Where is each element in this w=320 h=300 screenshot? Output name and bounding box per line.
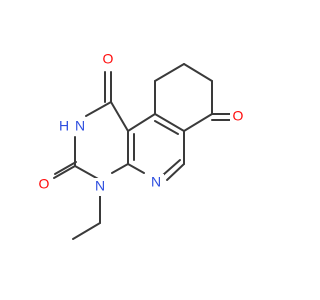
oxygen-label: O	[103, 51, 114, 67]
molecule-canvas: O H N O N N O	[36, 50, 246, 240]
bond	[166, 163, 185, 181]
bond	[183, 63, 213, 82]
bond	[154, 63, 185, 82]
bond	[162, 159, 181, 176]
bond	[127, 163, 145, 174]
nitrogen-label-pyridine: N	[151, 174, 161, 190]
bond	[183, 113, 213, 132]
oxygen-label: O	[39, 176, 50, 192]
bond	[72, 222, 101, 240]
bond	[111, 163, 129, 174]
atom-labels: O H N O N N O	[36, 51, 246, 196]
bond	[85, 101, 112, 117]
molecule-structure: O H N O N N O	[36, 50, 246, 240]
bond	[53, 165, 76, 179]
bond	[110, 101, 129, 132]
oxygen-label-ketone: O	[233, 108, 244, 124]
bond	[74, 165, 101, 181]
bond	[154, 120, 179, 135]
bond	[154, 113, 185, 132]
nitrogen-label-nh: N	[75, 118, 85, 134]
bond	[54, 161, 77, 175]
hydrogen-label: H	[59, 118, 69, 134]
bond	[127, 113, 156, 132]
nitrogen-label: N	[95, 178, 105, 194]
bonds	[53, 63, 231, 240]
